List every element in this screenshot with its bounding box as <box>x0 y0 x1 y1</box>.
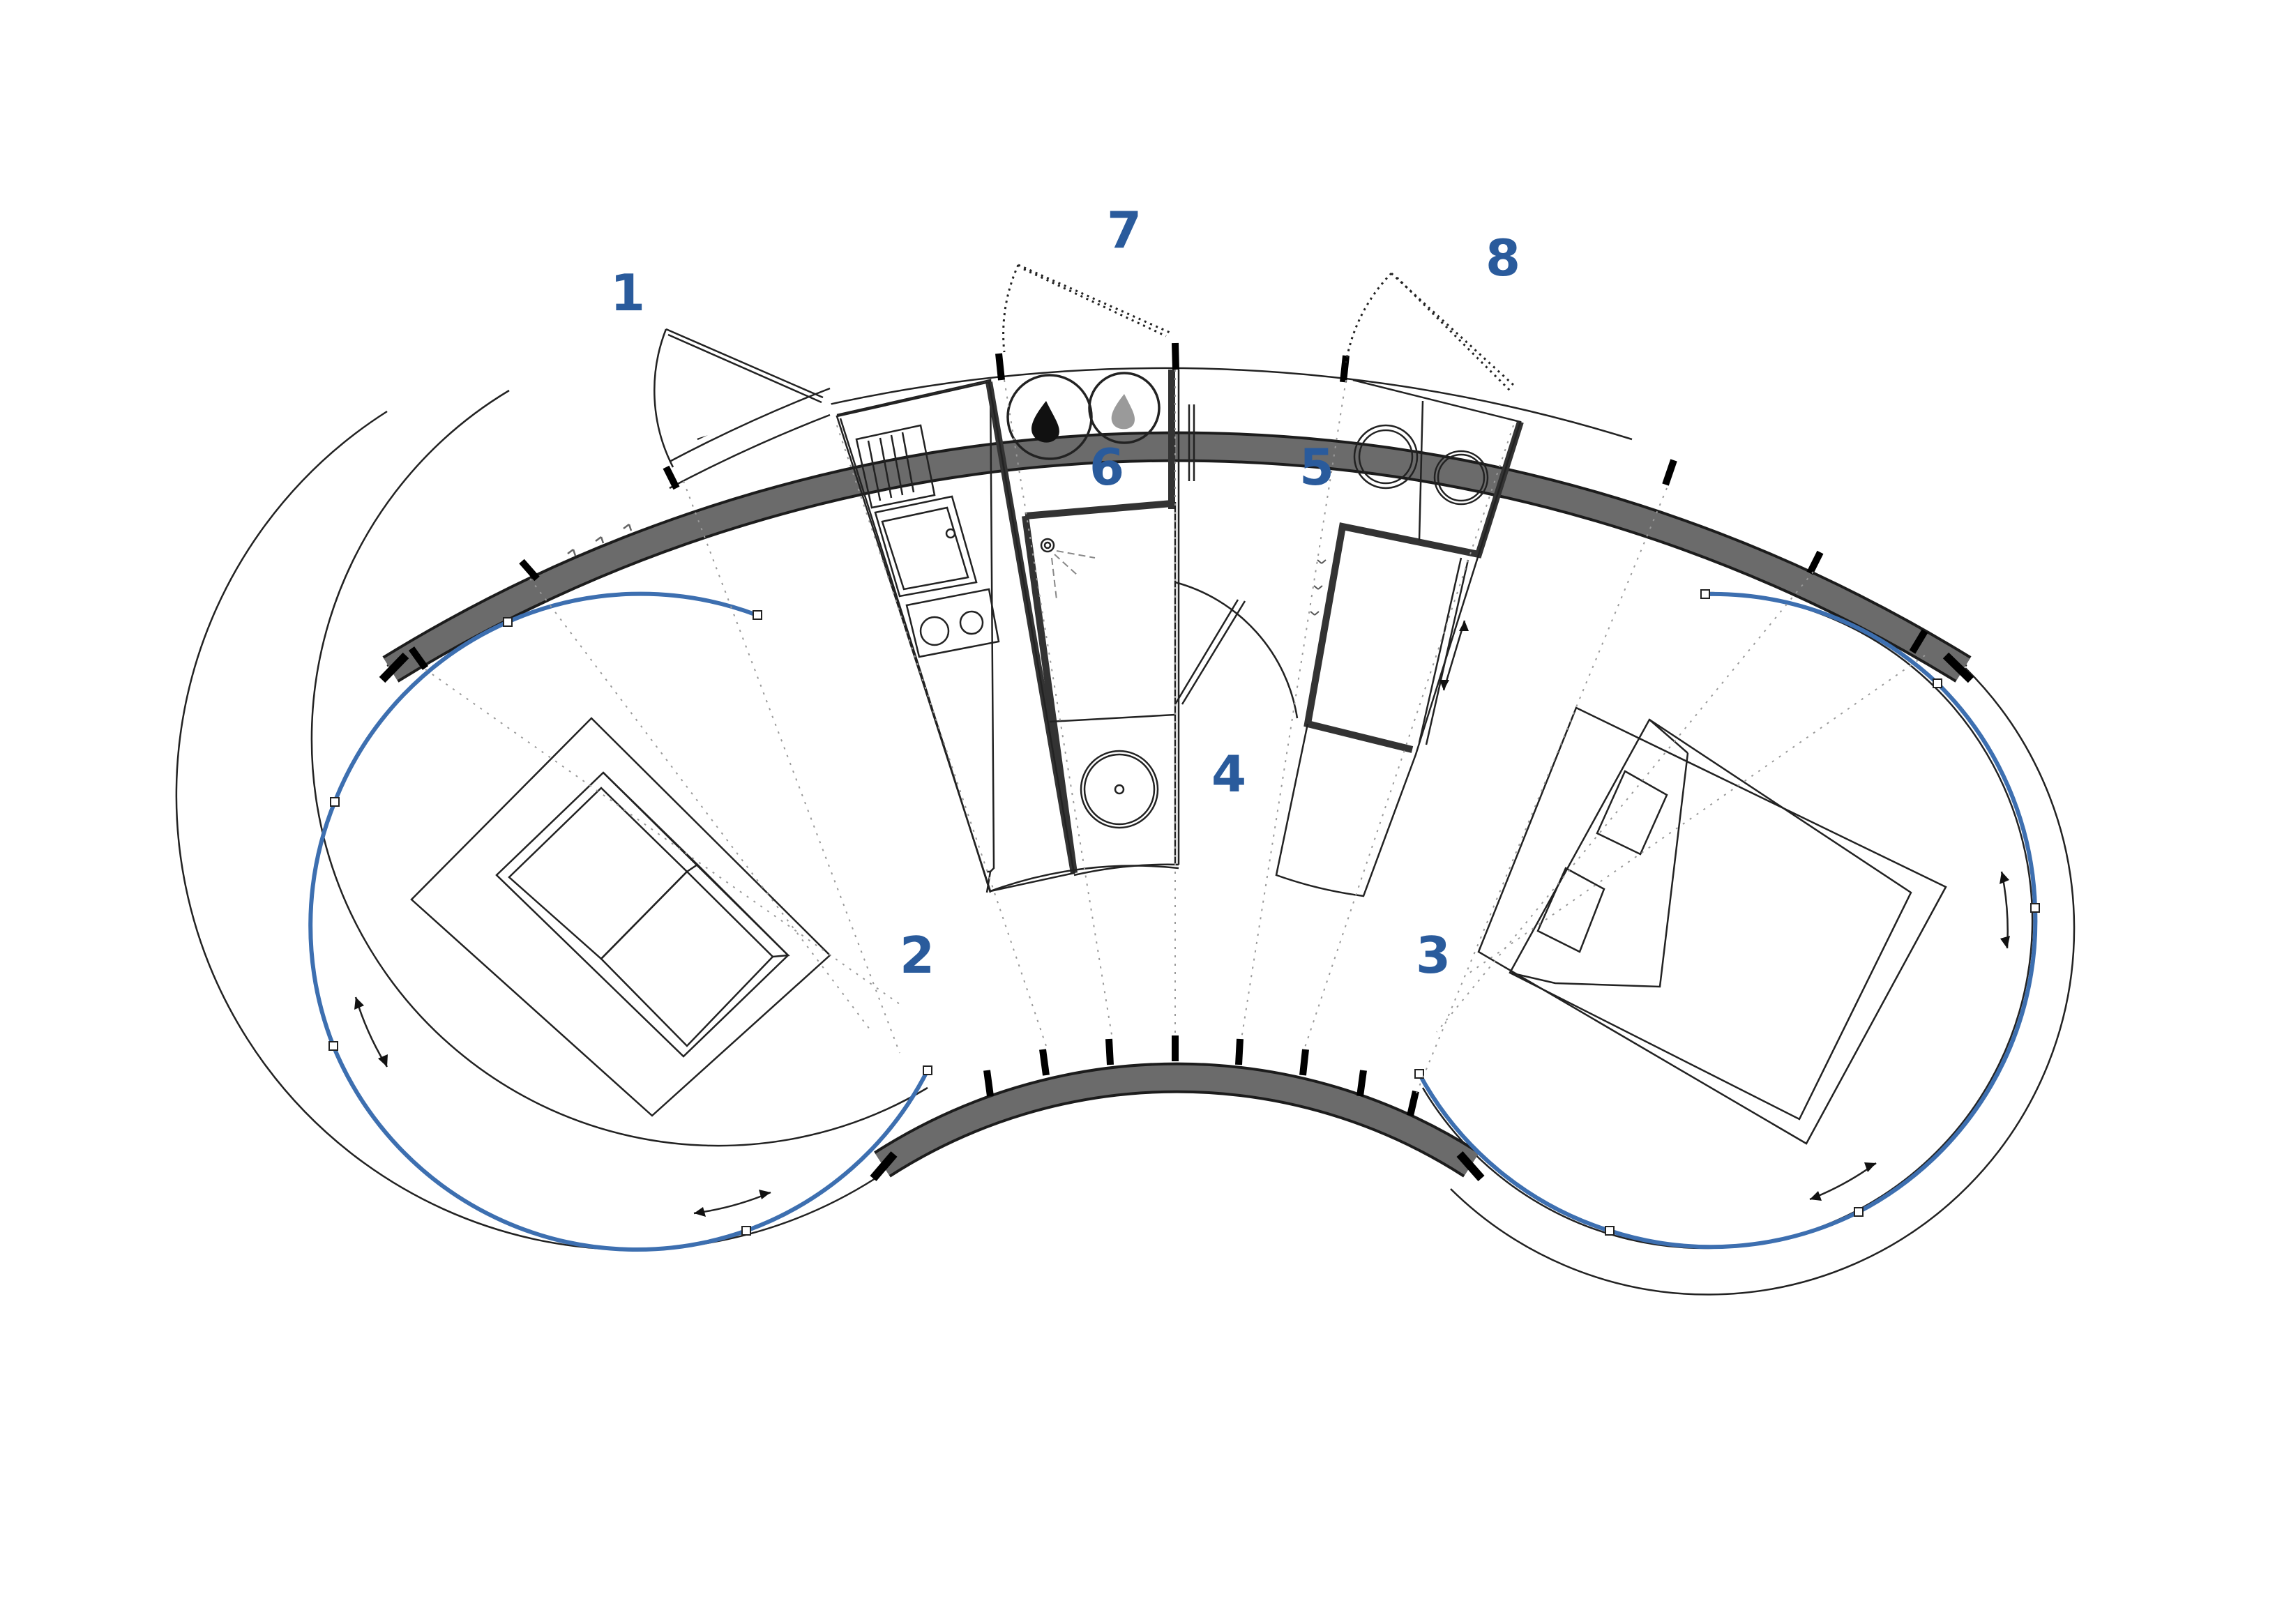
double-arrow-icon <box>2000 871 2010 949</box>
wall-top <box>382 431 1972 683</box>
flame-icon <box>1031 401 1059 443</box>
double-arrow-icon <box>693 1190 771 1217</box>
double-arrow-icon <box>1809 1162 1877 1201</box>
bed-platform <box>1477 706 1947 1145</box>
wall-bottom <box>874 1062 1480 1178</box>
room-labels: 1 2 3 4 5 6 7 8 <box>610 201 1520 985</box>
lounge-rug <box>410 717 831 1117</box>
wall-openings <box>661 384 837 490</box>
label-1: 1 <box>610 264 645 322</box>
door-bath-swing <box>1174 581 1299 719</box>
water-drop-icon <box>1111 394 1135 430</box>
wall-end-caps <box>379 652 1974 1181</box>
sofa <box>495 771 790 1058</box>
label-6: 6 <box>1089 438 1124 496</box>
shower <box>1040 538 1096 600</box>
label-4: 4 <box>1211 745 1246 803</box>
kitchen-hob <box>905 588 1000 658</box>
kitchen-sink <box>855 424 978 598</box>
wardrobe <box>1310 557 1469 745</box>
glazing-right <box>1417 591 2038 1250</box>
washer-dryer <box>1353 424 1489 506</box>
wall-joints <box>408 342 1928 1117</box>
bed <box>1509 718 1912 1121</box>
label-2: 2 <box>900 926 935 985</box>
washbasin <box>1080 750 1159 829</box>
radial-guides <box>425 370 1926 1095</box>
door-8-swing <box>1345 272 1515 392</box>
glazing-left <box>308 591 930 1252</box>
label-8: 8 <box>1486 229 1520 287</box>
double-arrow-icon <box>1439 620 1469 691</box>
glazing-mullions <box>328 589 2040 1236</box>
label-3: 3 <box>1416 926 1451 985</box>
utility-tanks <box>1006 372 1195 481</box>
label-7: 7 <box>1107 201 1142 259</box>
wall-hooks <box>567 524 633 556</box>
label-5: 5 <box>1299 438 1334 496</box>
double-arrow-icon <box>354 996 388 1068</box>
door-7-swing <box>1002 264 1172 353</box>
secondary-partitions <box>836 370 1522 897</box>
door-1-swing <box>653 328 824 468</box>
